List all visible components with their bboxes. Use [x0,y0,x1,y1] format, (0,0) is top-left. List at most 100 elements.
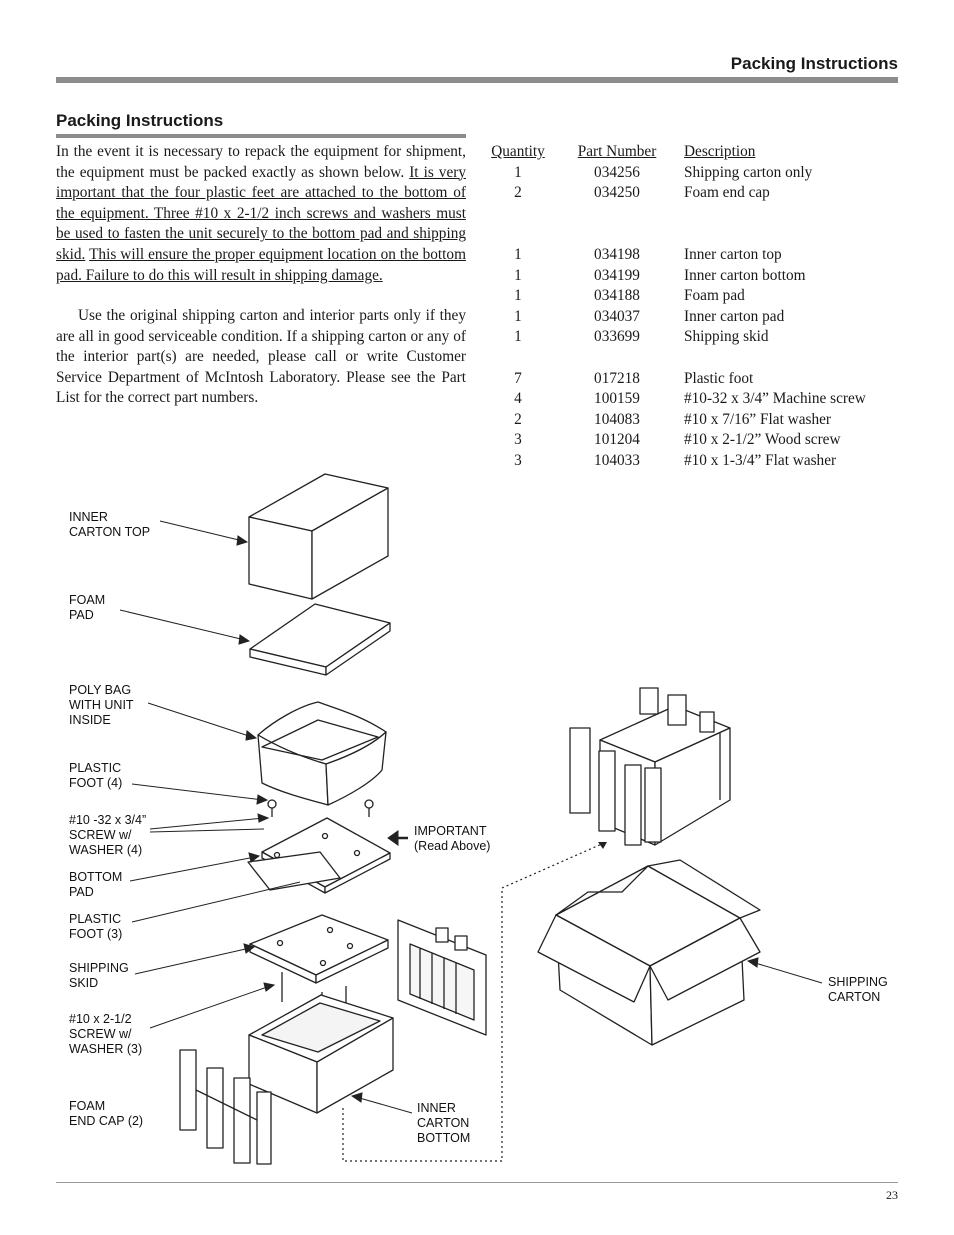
page-number: 23 [886,1188,898,1202]
part-number-cell: 033699 [594,328,640,346]
description-cell: #10 x 1-3/4” Flat washer [684,451,837,469]
parts-table: Quantity Part Number Description 1 034256… [486,142,866,472]
part-number-cell: 034199 [594,266,640,284]
table-row: 1 034256 Shipping carton only [486,163,866,184]
description-cell: Inner carton bottom [684,266,806,284]
label-shipping-skid: SHIPPING SKID [69,961,129,990]
part-number-cell: 100159 [594,390,640,408]
label-screw-washer-3: #10 x 2-1/2 SCREW w/ WASHER (3) [69,1012,143,1056]
part-number-cell: 034188 [594,287,640,305]
qty-cell: 1 [514,328,522,346]
description-cell: Inner carton pad [684,307,785,325]
table-spacer-row [486,204,866,225]
label-screw-washer-4: #10 -32 x 3/4” SCREW w/ WASHER (4) [69,813,147,857]
poly-bag-drawing [257,701,387,806]
part-number-cell: 034198 [594,245,640,263]
part-number-cell: 101204 [594,431,640,449]
arrow-shipping-carton [751,961,823,984]
important-underlined-text: It is very important that the four plast… [56,163,466,263]
arrow-screw-3 [149,985,271,1029]
foam-pad-drawing [249,603,391,676]
table-row: 1 034198 Inner carton top [486,245,866,266]
label-plastic-foot-3: PLASTIC FOOT (3) [69,912,123,941]
label-poly-bag: POLY BAG WITH UNIT INSIDE [69,683,134,727]
table-spacer-row [486,348,866,369]
footer-rule [56,1182,898,1183]
shipping-carton-drawing [537,859,761,1046]
label-plastic-foot-4: PLASTIC FOOT (4) [69,761,123,790]
table-row: 7 017218 Plastic foot [486,369,866,390]
arrow-screw-4b [149,828,265,833]
running-header-title: Packing Instructions [730,54,898,73]
section-rule [56,134,466,138]
inner-carton-pad-drawing [247,851,341,891]
part-number-cell: 104083 [594,410,640,428]
arrow-plastic-foot-3 [131,881,301,923]
arrow-shipping-skid [134,947,251,975]
inner-carton-bottom-drawing [248,994,394,1114]
qty-cell: 3 [514,451,522,469]
col-part-number-header: Part Number [577,143,657,160]
arrow-inner-carton-top [159,520,244,542]
arrow-inner-carton-bottom [355,1096,413,1114]
arrow-screw-4a [149,817,265,830]
description-cell: Inner carton top [684,245,782,263]
table-row: 1 034037 Inner carton pad [486,307,866,328]
intro-paragraph-2: Use the original shipping carton and int… [56,307,466,407]
label-foam-pad: FOAM PAD [69,593,106,622]
part-number-cell: 017218 [594,369,640,387]
col-description-header: Description [684,143,756,160]
part-number-cell: 034037 [594,307,640,325]
parts-table-header-row: Quantity Part Number Description [486,142,866,163]
intro-paragraph-1: In the event it is necessary to repack t… [56,142,466,286]
qty-cell: 1 [514,163,522,181]
arrow-plastic-foot-4 [131,783,264,801]
warning-underlined-text: This will ensure the proper equipment lo… [56,245,466,284]
label-important: IMPORTANT (Read Above) [414,824,491,853]
plastic-foot-4-drawing [267,799,374,817]
description-cell: Shipping skid [684,328,769,346]
description-cell: #10 x 7/16” Flat washer [684,410,831,428]
arrow-bottom-pad [129,856,256,882]
table-row: 2 034250 Foam end cap [486,183,866,204]
qty-cell: 1 [514,245,522,263]
arrow-poly-bag [147,702,253,738]
label-shipping-carton: SHIPPING CARTON [828,975,888,1004]
qty-cell: 1 [514,307,522,325]
table-row: 1 034188 Foam pad [486,286,866,307]
label-bottom-pad: BOTTOM PAD [69,870,123,899]
qty-cell: 2 [514,184,522,202]
foam-end-cap-left-drawing [179,1049,272,1165]
table-row: 2 104083 #10 x 7/16” Flat washer [486,410,866,431]
inner-carton-top-drawing [248,473,389,600]
packing-diagram [119,473,823,1165]
packed-unit-drawing [569,687,731,846]
description-cell: #10 x 2-1/2” Wood screw [684,431,841,449]
qty-cell: 1 [514,287,522,305]
qty-cell: 3 [514,431,522,449]
description-cell: Foam end cap [684,184,770,202]
qty-cell: 2 [514,410,522,428]
table-row: 4 100159 #10-32 x 3/4” Machine screw [486,389,866,410]
part-number-cell: 104033 [594,451,640,469]
col-quantity-header: Quantity [491,143,545,160]
table-row: 3 104033 #10 x 1-3/4” Flat washer [486,451,866,472]
arrow-foam-pad [119,609,246,641]
description-cell: #10-32 x 3/4” Machine screw [684,390,866,408]
shipping-skid-drawing [249,914,389,984]
section-title: Packing Instructions [56,111,224,130]
intro-text: In the event it is necessary to repack t… [56,143,466,181]
label-inner-carton-bottom: INNER CARTON BOTTOM [417,1101,471,1145]
description-cell: Foam pad [684,287,745,305]
description-cell: Shipping carton only [684,163,813,181]
part-number-cell: 034250 [594,184,640,202]
table-spacer-row [486,224,866,245]
header-rule [56,77,898,83]
dotted-connector [342,842,605,1162]
qty-cell: 4 [514,390,522,408]
part-number-cell: 034256 [594,163,640,181]
description-cell: Plastic foot [684,369,754,387]
label-foam-end-cap: FOAM END CAP (2) [69,1099,144,1128]
qty-cell: 7 [514,369,522,387]
